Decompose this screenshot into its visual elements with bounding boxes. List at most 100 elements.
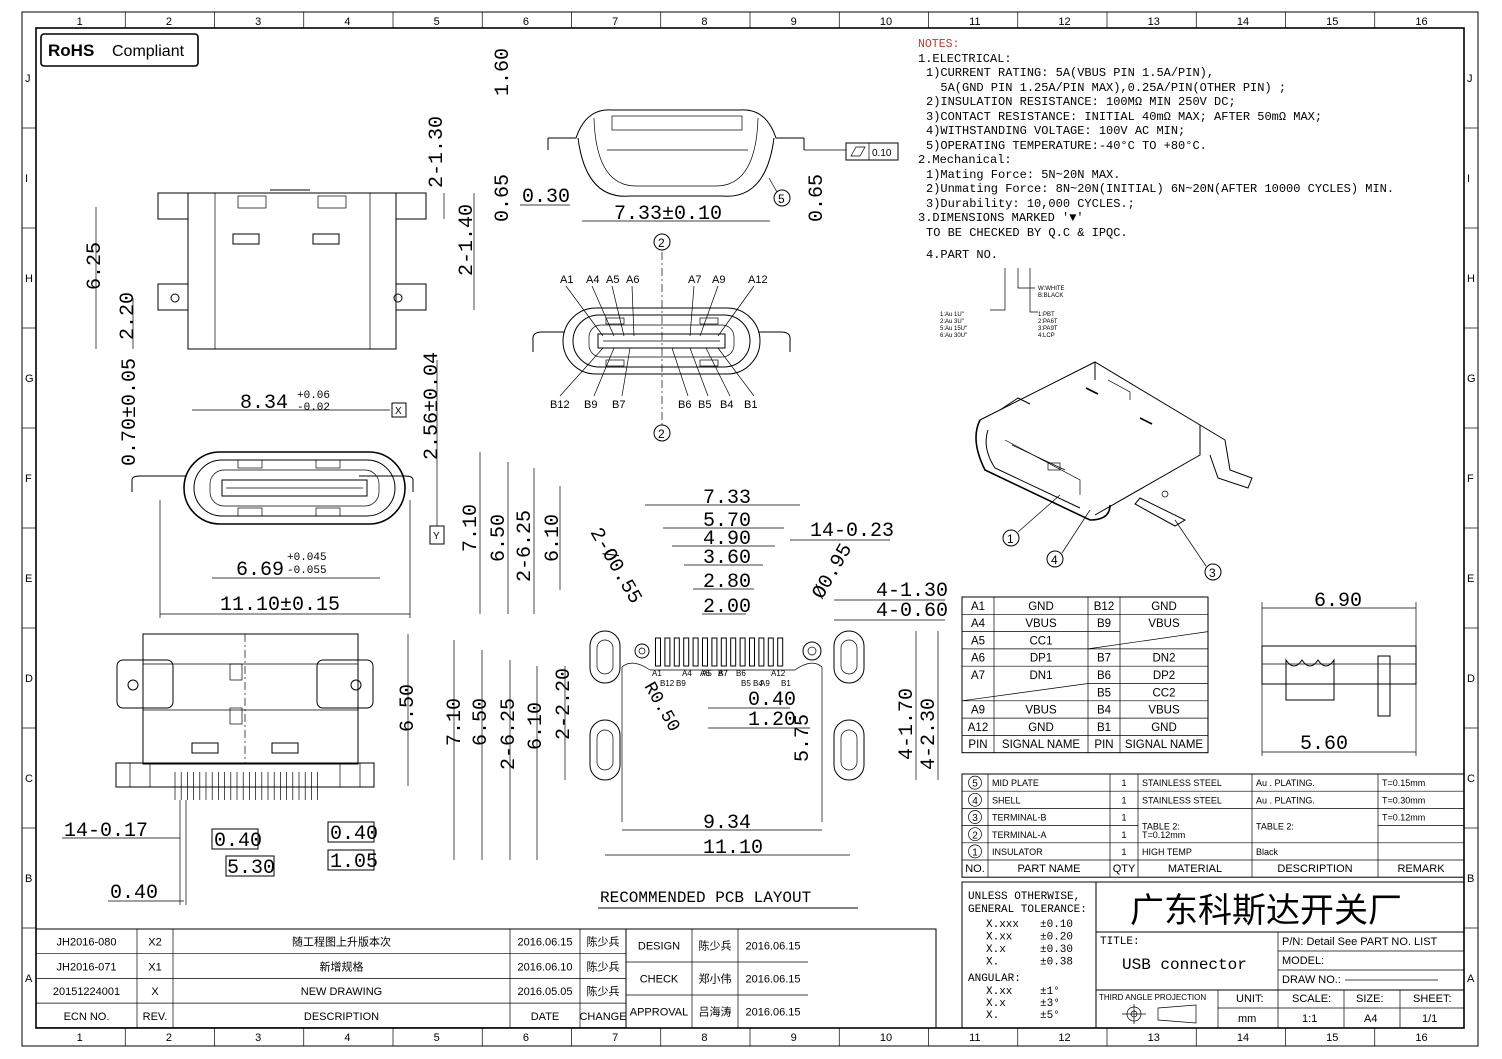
bom-cell: STAINLESS STEEL <box>1142 795 1222 805</box>
row-label: G <box>1467 373 1476 385</box>
pcb-pin-label: A7 <box>718 669 728 678</box>
pin-leader <box>671 347 689 397</box>
col-label: 9 <box>791 1032 797 1044</box>
col-label: 3 <box>255 1032 261 1044</box>
col-label: 8 <box>701 1032 707 1044</box>
col-label: 16 <box>1415 16 1427 28</box>
note-line: 3)CONTACT RESISTANCE: INITIAL 40mΩ MAX; … <box>926 110 1322 124</box>
bom-cell: Au . PLATING. <box>1256 778 1315 788</box>
pcb-pad <box>692 637 699 667</box>
dim-1110: 11.10±0.15 <box>220 594 340 617</box>
bom-cell: DESCRIPTION <box>1277 863 1352 875</box>
sheet-value: 1/1 <box>1422 1013 1437 1025</box>
unit-label: UNIT: <box>1236 993 1264 1005</box>
pin-label-top: A6 <box>626 274 639 286</box>
svg-text:2: 2 <box>658 427 665 441</box>
pcb-060: 4-0.60 <box>876 600 948 623</box>
col-label: 1 <box>77 16 83 28</box>
pcb-095: Ø0.95 <box>808 540 858 603</box>
plating-code: 2:Au 3U" <box>940 319 964 325</box>
pin-table-cell: B9 <box>1097 618 1111 630</box>
approval-cell: 陈少兵 <box>699 939 732 953</box>
bom-item-circle <box>968 775 982 790</box>
note-line: 5A(GND PIN 1.25A/PIN MAX),0.25A/PIN(OTHE… <box>926 81 1286 95</box>
col-label: 9 <box>791 16 797 28</box>
pcb-pin-label: A9 <box>760 679 770 688</box>
pcb-pin-label: B1 <box>781 679 791 688</box>
title-block: UNLESS OTHERWISE, GENERAL TOLERANCE: X.x… <box>961 881 1465 1029</box>
dim-140: 2-1.40 <box>456 204 479 276</box>
pin-table-cell: VBUS <box>1148 618 1180 630</box>
pcb-230: 4-2.30 <box>918 698 941 770</box>
col-label: 6 <box>523 1032 529 1044</box>
pcb-pin-label: B12 <box>660 679 675 688</box>
rev-cell: 随工程图上升版本次 <box>292 935 391 949</box>
tol-key: X.xxx <box>986 919 1019 931</box>
datum-x <box>391 402 407 418</box>
bom-cell: T=0.12mm <box>1142 830 1185 840</box>
pin-table-cell: CC2 <box>1152 687 1175 699</box>
pin-table-cell: GND <box>1151 601 1177 613</box>
pin-table-cell: A6 <box>971 653 985 665</box>
dim-530: 5.30 <box>227 857 275 880</box>
side-690: 6.90 <box>1314 590 1362 613</box>
mech-line: 2)Unmating Force: 8N~20N(INITIAL) 6N~20N… <box>926 182 1394 196</box>
row-label: C <box>25 773 33 785</box>
rev-cell: ECN NO. <box>64 1011 110 1023</box>
dim-065a: 0.65 <box>492 174 515 222</box>
isometric-view: 1 4 3 <box>975 361 1253 581</box>
pin-label-top: A4 <box>586 274 599 286</box>
pcb-pin-label: A6 <box>700 669 710 678</box>
pcb-220: 2-2.20 <box>553 668 576 740</box>
bom-cell: MATERIAL <box>1168 863 1222 875</box>
material-code: 2:PA6T <box>1038 319 1058 325</box>
bom-cell: Au . PLATING. <box>1256 795 1315 805</box>
row-label: E <box>25 573 32 585</box>
row-label: A <box>25 973 33 985</box>
pin-table-cell: A4 <box>971 618 986 630</box>
bom-item-circle <box>968 827 982 842</box>
dim-note: TO BE CHECKED BY Q.C & IPQC. <box>926 226 1128 240</box>
bom-cell: 1 <box>1121 813 1126 823</box>
material-code: 4:LCP <box>1038 333 1055 339</box>
pcb-pin-label: B4 <box>753 679 763 688</box>
notes-title: NOTES: <box>918 38 959 51</box>
pcb-710: 7.10 <box>444 698 467 746</box>
pin-leader <box>591 285 615 337</box>
dim-669-minus: -0.055 <box>287 565 327 577</box>
pcb-055: 2-Ø0.55 <box>584 524 646 608</box>
flatness-value: 0.10 <box>872 148 892 159</box>
pin-leader <box>621 347 631 397</box>
bom-cell: T=0.15mm <box>1382 778 1425 788</box>
rohs-rest: Compliant <box>112 43 185 60</box>
pin-table-diagonal <box>961 683 1089 702</box>
tol-key: X.x <box>986 944 1006 956</box>
row-label: F <box>25 473 32 485</box>
row-label: H <box>25 273 33 285</box>
rev-cell: 20151224001 <box>53 986 120 998</box>
bom-cell: HIGH TEMP <box>1142 847 1192 857</box>
pin-label-top: A1 <box>560 274 573 286</box>
bom-cell: TABLE 2: <box>1142 822 1180 832</box>
row-label: G <box>25 373 34 385</box>
pcb-pad <box>730 637 737 667</box>
tol-title2: GENERAL TOLERANCE: <box>968 904 1087 916</box>
pcb-pin-label: B5 <box>741 679 751 688</box>
pin-table-cell: B1 <box>1097 722 1111 734</box>
bom-cell: REMARK <box>1397 863 1445 875</box>
col-label: 15 <box>1326 16 1338 28</box>
svg-text:X: X <box>395 406 402 417</box>
pcb-200: 2.00 <box>703 596 751 619</box>
pcb-pad <box>720 637 727 667</box>
dim-note: 3.DIMENSIONS MARKED '▼' <box>918 211 1084 225</box>
approval-cell: 2016.06.15 <box>745 941 800 953</box>
pin-label-bottom: B5 <box>698 399 711 411</box>
row-label: F <box>1467 473 1474 485</box>
col-label: 12 <box>1058 1032 1070 1044</box>
pcb-pad <box>711 637 718 667</box>
pcb-pad <box>758 637 765 667</box>
ang-val: ±5° <box>1040 1010 1060 1022</box>
notes-electrical-title: 1.ELECTRICAL: <box>918 52 1012 66</box>
pin-table-cell: A9 <box>971 705 985 717</box>
